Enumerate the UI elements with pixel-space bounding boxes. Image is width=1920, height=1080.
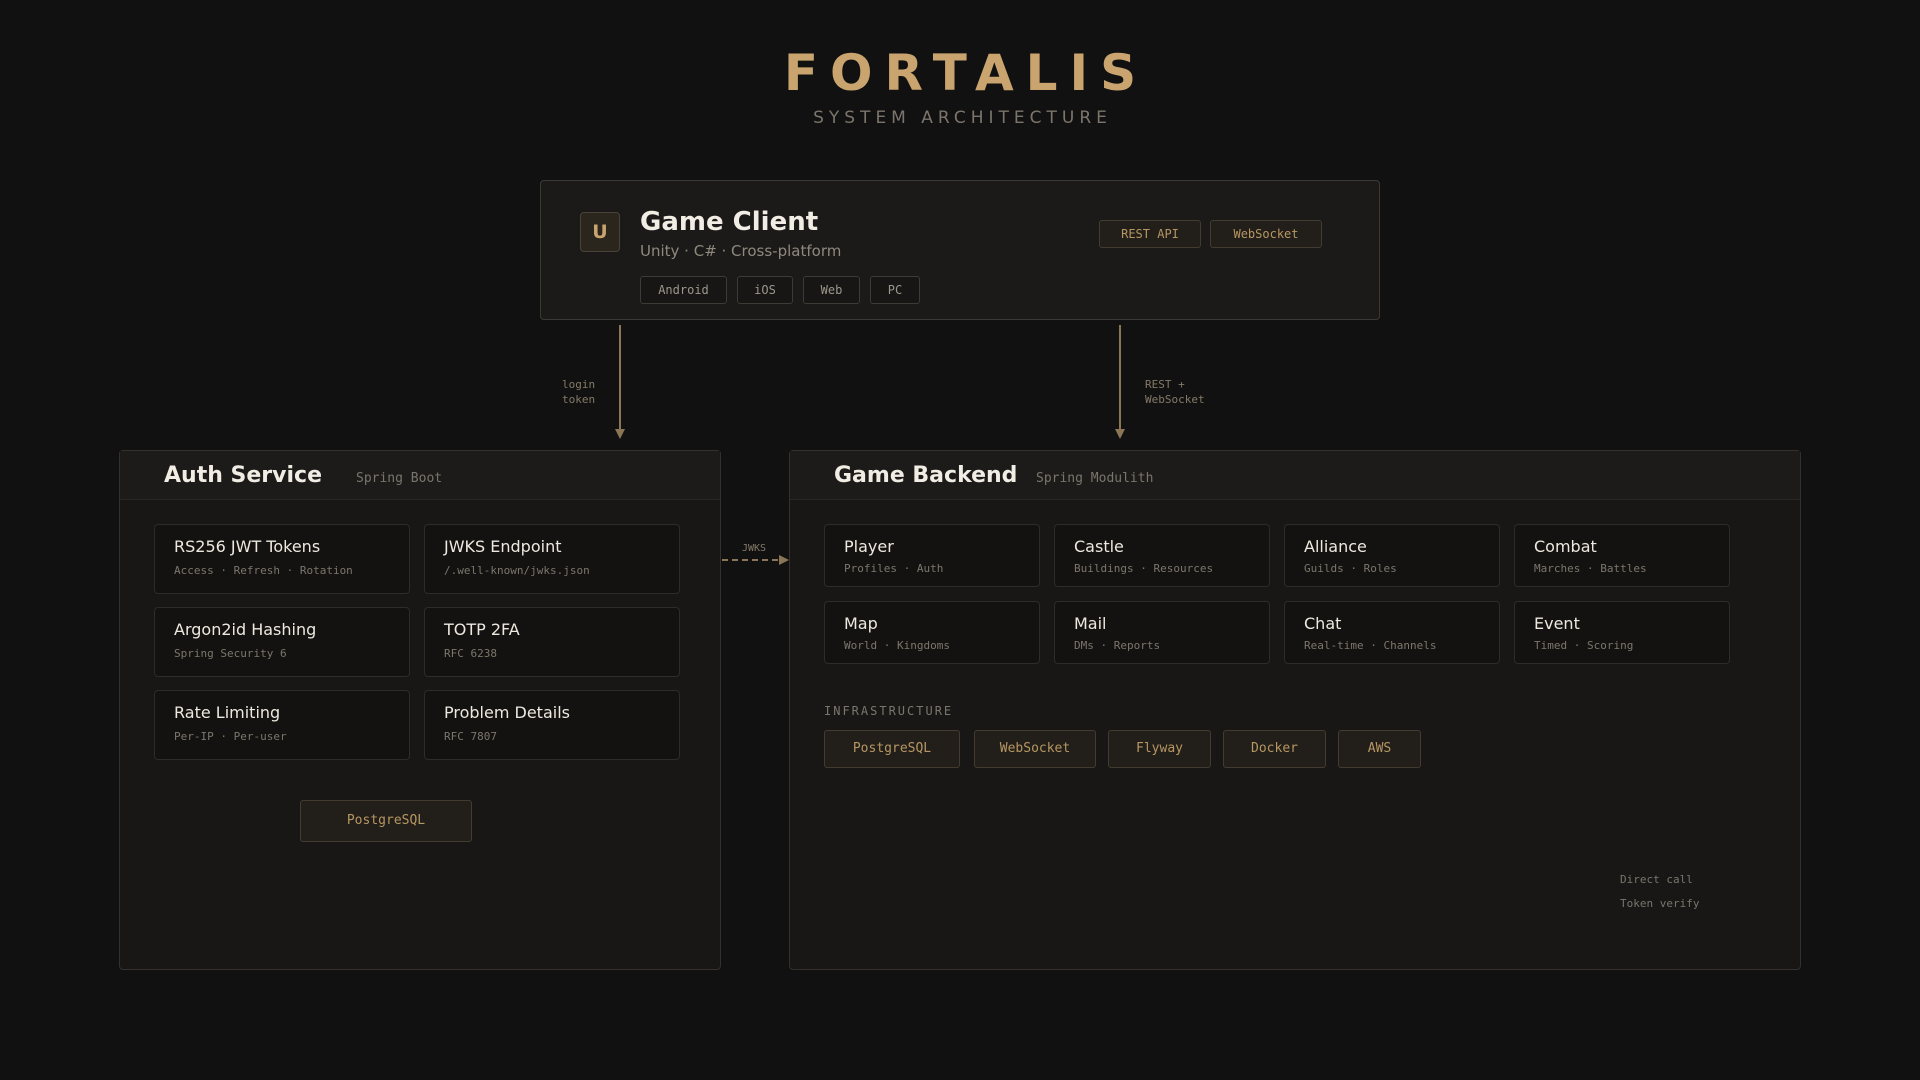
backend-module-alliance[interactable]: Alliance Guilds · Roles	[1284, 524, 1500, 587]
auth-module-problem-details[interactable]: Problem Details RFC 7807	[424, 690, 680, 760]
module-subtitle: Guilds · Roles	[1304, 562, 1397, 575]
module-subtitle: World · Kingdoms	[844, 639, 950, 652]
backend-module-chat[interactable]: Chat Real-time · Channels	[1284, 601, 1500, 664]
backend-module-castle[interactable]: Castle Buildings · Resources	[1054, 524, 1270, 587]
connector-label-rest-websocket: REST + WebSocket	[1145, 378, 1205, 406]
auth-module-totp-2fa[interactable]: TOTP 2FA RFC 6238	[424, 607, 680, 677]
module-title: Argon2id Hashing	[174, 620, 317, 639]
protocol-tag-websocket: WebSocket	[1210, 220, 1322, 248]
module-subtitle: RFC 7807	[444, 730, 497, 743]
connector-label-login-token: login token	[562, 378, 596, 406]
auth-service-panel[interactable]: Auth Service Spring Boot RS256 JWT Token…	[119, 450, 721, 970]
module-subtitle: Spring Security 6	[174, 647, 287, 660]
auth-service-subtitle: Spring Boot	[356, 471, 443, 486]
module-title: JWKS Endpoint	[444, 537, 562, 556]
backend-module-combat[interactable]: Combat Marches · Battles	[1514, 524, 1730, 587]
module-subtitle: Buildings · Resources	[1074, 562, 1214, 575]
backend-module-player[interactable]: Player Profiles · Auth	[824, 524, 1040, 587]
diagram-title: FORTALIS	[783, 44, 1149, 102]
game-client-card[interactable]: U Game Client Unity · C# · Cross-platfor…	[540, 180, 1380, 320]
module-title: Alliance	[1304, 537, 1367, 556]
platform-tag-ios: iOS	[737, 276, 793, 304]
connector-label-jwks: JWKS	[742, 543, 767, 554]
protocol-tag-rest-api: REST API	[1099, 220, 1201, 248]
module-subtitle: Marches · Battles	[1534, 562, 1647, 575]
infra-tag-postgresql: PostgreSQL	[824, 730, 960, 768]
module-title: RS256 JWT Tokens	[174, 537, 321, 556]
game-backend-title: Game Backend	[834, 463, 1018, 488]
module-subtitle: Per-IP · Per-user	[174, 730, 287, 743]
game-backend-subtitle: Spring Modulith	[1036, 471, 1154, 486]
infrastructure-label: INFRASTRUCTURE	[824, 704, 954, 718]
backend-module-map[interactable]: Map World · Kingdoms	[824, 601, 1040, 664]
auth-service-title: Auth Service	[164, 463, 322, 488]
legend-token-verify: Token verify	[1620, 897, 1700, 910]
module-title: Mail	[1074, 614, 1107, 633]
module-subtitle: Real-time · Channels	[1304, 639, 1437, 652]
infra-tag-aws: AWS	[1338, 730, 1421, 768]
game-backend-panel[interactable]: Game Backend Spring Modulith Player Prof…	[789, 450, 1801, 970]
infra-tag-docker: Docker	[1223, 730, 1326, 768]
module-title: Event	[1534, 614, 1580, 633]
module-subtitle: /.well-known/jwks.json	[444, 564, 590, 577]
module-title: TOTP 2FA	[444, 620, 520, 639]
platform-tag-pc: PC	[870, 276, 920, 304]
auth-module-jwks-endpoint[interactable]: JWKS Endpoint /.well-known/jwks.json	[424, 524, 680, 594]
infra-tag-websocket: WebSocket	[974, 730, 1096, 768]
module-subtitle: DMs · Reports	[1074, 639, 1161, 652]
auth-module-rate-limiting[interactable]: Rate Limiting Per-IP · Per-user	[154, 690, 410, 760]
game-client-stack: Unity · C# · Cross-platform	[640, 242, 842, 260]
module-subtitle: Access · Refresh · Rotation	[174, 564, 353, 577]
infra-tag-flyway: Flyway	[1108, 730, 1211, 768]
auth-module-argon2id[interactable]: Argon2id Hashing Spring Security 6	[154, 607, 410, 677]
platform-tag-android: Android	[640, 276, 727, 304]
module-title: Combat	[1534, 537, 1597, 556]
game-backend-header: Game Backend Spring Modulith	[790, 451, 1800, 500]
legend-direct-call: Direct call	[1620, 873, 1693, 886]
backend-module-mail[interactable]: Mail DMs · Reports	[1054, 601, 1270, 664]
module-subtitle: RFC 6238	[444, 647, 497, 660]
module-title: Rate Limiting	[174, 703, 281, 722]
unity-icon: U	[580, 212, 620, 252]
module-title: Player	[844, 537, 894, 556]
game-client-title: Game Client	[640, 207, 819, 237]
diagram-subtitle: SYSTEM ARCHITECTURE	[813, 108, 1112, 128]
auth-database-postgresql: PostgreSQL	[300, 800, 472, 842]
platform-tag-web: Web	[803, 276, 860, 304]
module-title: Map	[844, 614, 878, 633]
module-subtitle: Profiles · Auth	[844, 562, 944, 575]
auth-module-jwt-tokens[interactable]: RS256 JWT Tokens Access · Refresh · Rota…	[154, 524, 410, 594]
auth-service-header: Auth Service Spring Boot	[120, 451, 720, 500]
module-title: Problem Details	[444, 703, 570, 722]
module-title: Castle	[1074, 537, 1124, 556]
module-title: Chat	[1304, 614, 1342, 633]
backend-module-event[interactable]: Event Timed · Scoring	[1514, 601, 1730, 664]
module-subtitle: Timed · Scoring	[1534, 639, 1634, 652]
